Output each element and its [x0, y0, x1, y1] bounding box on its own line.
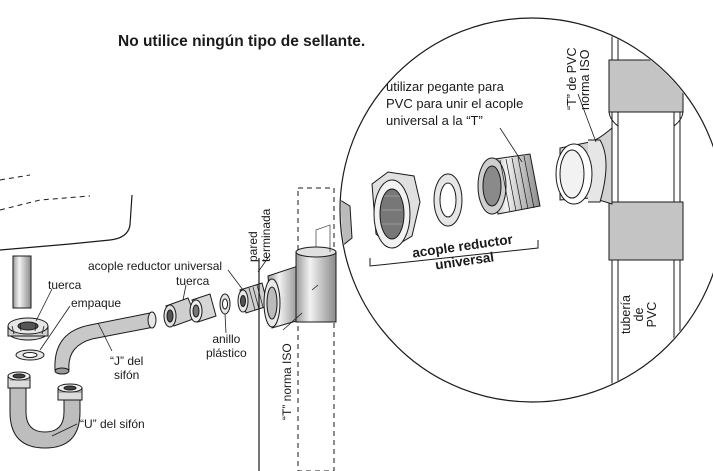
label-tuerca-left: tuerca [48, 278, 82, 292]
detail-callout-line2: PVC para unir el acople [386, 96, 524, 111]
label-t-norma: “T” norma ISO [280, 343, 294, 420]
detail-plastic-ring [433, 173, 463, 227]
label-anillo-line1: anillo [212, 332, 241, 346]
warning-heading: No utilice ningún tipo de sellante. [118, 33, 366, 50]
t-fitting [263, 187, 337, 471]
label-u-sifon: “U” del sifón [80, 417, 145, 431]
label-tuerca-mid: tuerca [176, 274, 210, 288]
label-j-sifon-line1: “J” del [110, 354, 144, 368]
detail-hex-nut [371, 171, 421, 249]
detail-wall-edge [341, 199, 353, 247]
detail-bracket [369, 240, 539, 267]
label-anillo: anillo plástico [206, 332, 247, 360]
label-pared-line2: terminada [259, 208, 273, 262]
leader-lines-left [35, 254, 319, 437]
detail-t-branch [555, 126, 613, 205]
label-j-sifon: “J” del sifón [110, 354, 143, 382]
label-t-pvc: “T” de PVC norma ISO [565, 47, 592, 110]
detail-callout: utilizar pegante para PVC para unir el a… [386, 78, 566, 129]
detail-vertical-pipe [608, 19, 684, 401]
detail-threaded-adapter [477, 153, 541, 215]
detail-callout-line1: utilizar pegante para [386, 79, 504, 94]
label-t-pvc-line2: norma ISO [578, 49, 592, 110]
tuerca-left-nut [7, 317, 49, 341]
label-acople-reductor: acople reductor universal [88, 259, 223, 273]
u-trap [7, 371, 83, 449]
label-j-sifon-line2: sifón [113, 368, 140, 382]
label-pared: pared terminada [246, 208, 273, 262]
label-tuberia-line3: PVC [645, 301, 659, 328]
label-anillo-line2: plástico [206, 346, 247, 360]
detail-callout-line3: universal a la “T” [386, 113, 483, 128]
empaque-washer [15, 349, 45, 361]
anillo-ring [219, 293, 231, 315]
j-arm [54, 311, 157, 375]
label-empaque: empaque [71, 296, 122, 310]
tuerca-mid-nut [163, 297, 197, 328]
acople-body [189, 293, 217, 323]
acople-reductor-threaded [237, 282, 269, 314]
tailpiece-pipe [12, 255, 32, 309]
sink-outline [0, 174, 133, 251]
label-tuberia: tubería de PVC [619, 295, 659, 334]
